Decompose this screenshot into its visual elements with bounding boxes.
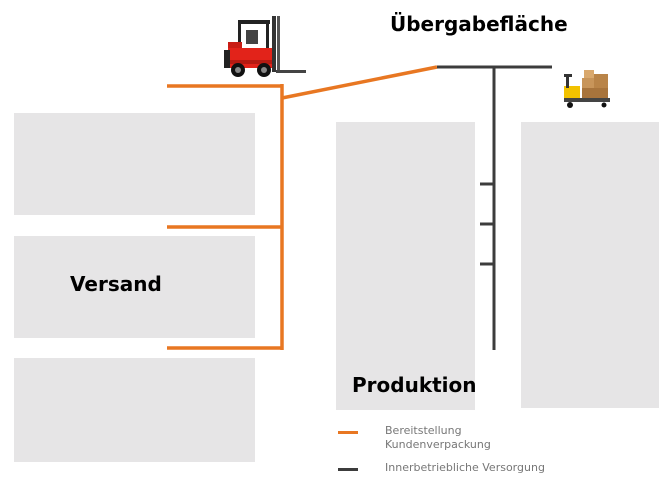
- orange-route: [167, 65, 438, 350]
- uebergabeflaeche-title: Übergabefläche: [390, 12, 568, 36]
- orange-diagonal: [281, 65, 438, 100]
- produktion-label: Produktion: [352, 373, 477, 397]
- dark-route: [437, 65, 552, 350]
- forklift-icon: [220, 12, 308, 80]
- legend-swatch-orange: [338, 431, 358, 434]
- legend-item-dark: Innerbetriebliche Versorgung: [338, 461, 545, 475]
- versand-block-bottom: [14, 358, 255, 462]
- versand-block-top: [14, 113, 255, 215]
- versand-block-middle: [14, 236, 255, 338]
- produktion-block-left: [336, 122, 475, 410]
- legend-text-orange: Bereitstellung Kundenverpackung: [385, 424, 491, 452]
- legend-swatch-dark: [338, 468, 358, 471]
- legend-item-orange: Bereitstellung Kundenverpackung: [338, 424, 491, 452]
- legend-orange-line1: Bereitstellung: [385, 424, 462, 437]
- produktion-block-right: [521, 122, 659, 408]
- pallet-truck-icon: [560, 68, 612, 110]
- versand-label: Versand: [70, 272, 162, 296]
- legend-orange-line2: Kundenverpackung: [385, 438, 491, 451]
- legend-text-dark: Innerbetriebliche Versorgung: [385, 461, 545, 474]
